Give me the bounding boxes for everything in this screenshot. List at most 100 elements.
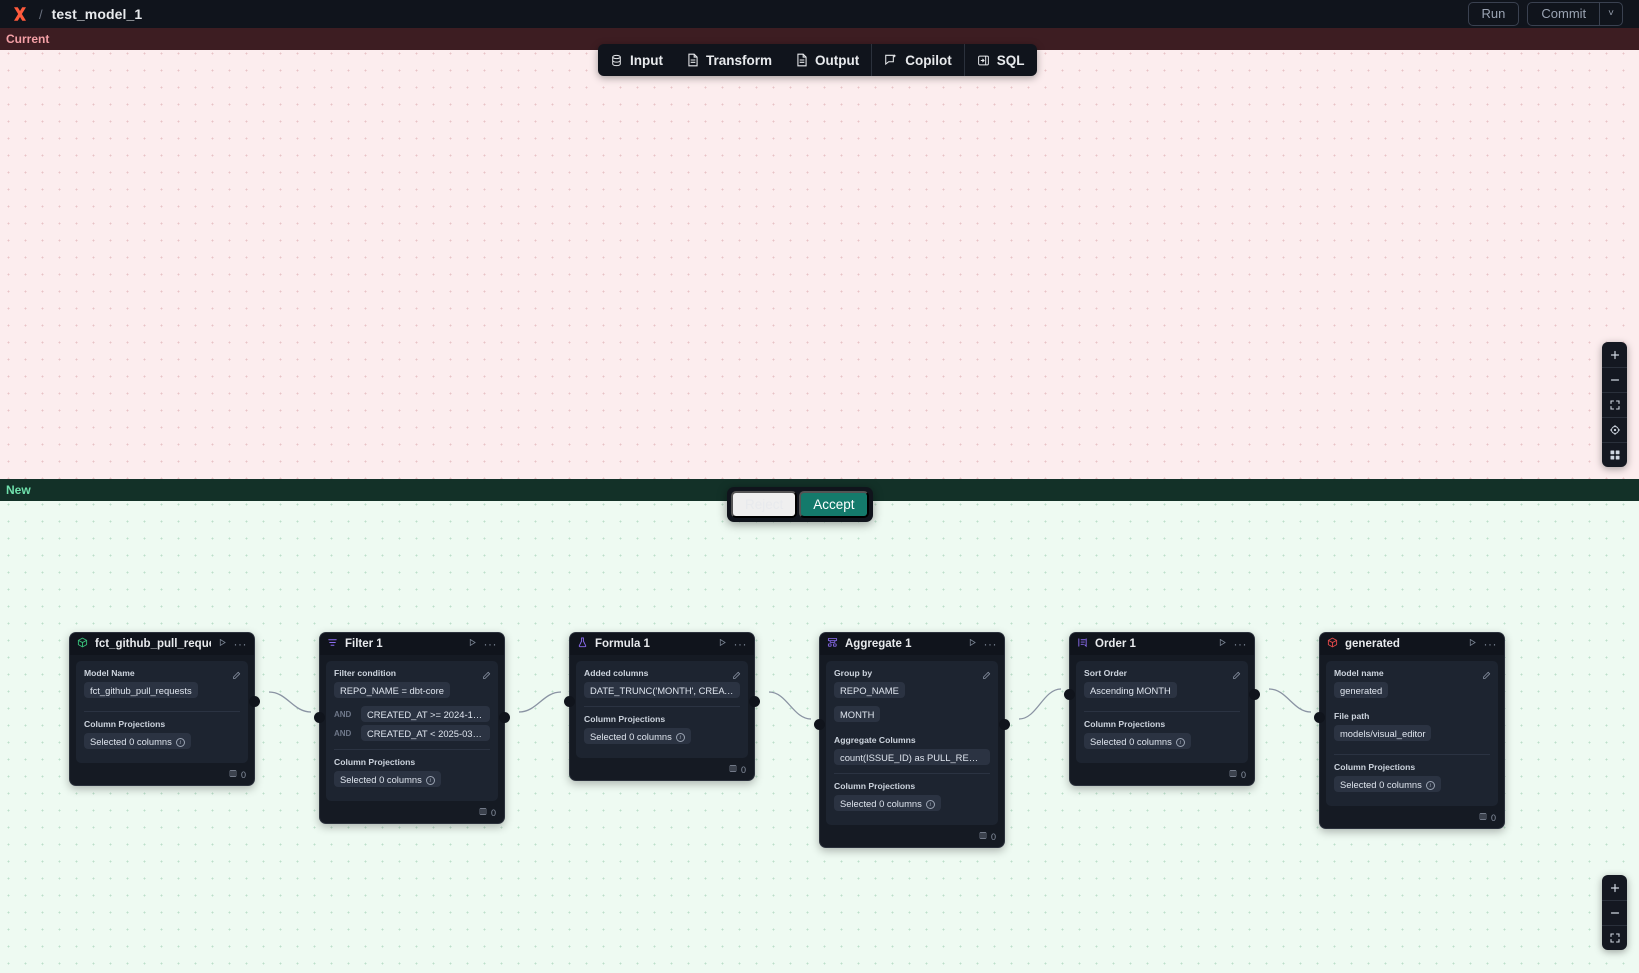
canvas-controls-current (1602, 342, 1627, 467)
toolbar-label: Transform (706, 52, 773, 68)
output-port[interactable] (999, 719, 1010, 730)
output-port[interactable] (1249, 689, 1260, 700)
node-header[interactable]: Order 1 ··· (1070, 633, 1254, 655)
node-formula-1[interactable]: Formula 1 ··· Added columns DATE_TRUNC('… (564, 632, 760, 781)
edit-icon[interactable] (1232, 667, 1241, 685)
condition-pill[interactable]: REPO_NAME = dbt-core (334, 682, 450, 698)
zoom-in-icon[interactable] (1602, 875, 1627, 900)
value-pill[interactable]: generated (1334, 682, 1389, 698)
node-filter-1[interactable]: Filter 1 ··· Filter condition REPO_NAME … (314, 632, 510, 824)
column-count: 0 (240, 769, 246, 780)
divider (84, 711, 240, 712)
edit-icon[interactable] (482, 667, 491, 685)
node-header[interactable]: Formula 1 ··· (570, 633, 754, 655)
zoom-out-icon[interactable] (1602, 900, 1627, 925)
node-fct-github-pull-requests[interactable]: fct_github_pull_requests ··· Model Name … (69, 632, 260, 786)
value-pill[interactable]: fct_github_pull_requests (84, 682, 198, 698)
node-header[interactable]: generated ··· (1320, 633, 1504, 655)
node-menu-icon[interactable]: ··· (483, 637, 497, 651)
node-title: fct_github_pull_requests (95, 638, 211, 650)
output-port[interactable] (249, 696, 260, 707)
commit-split-button[interactable]: Commit ˅ (1527, 2, 1623, 26)
value-pill[interactable]: Ascending MONTH (1084, 682, 1177, 698)
node-menu-icon[interactable]: ··· (1483, 637, 1497, 651)
run-node-icon[interactable] (218, 638, 227, 650)
center-icon[interactable] (1602, 417, 1627, 442)
node-title: generated (1345, 638, 1400, 650)
node-body: Model name generated File path models/vi… (1326, 661, 1498, 806)
projections-text: Selected 0 columns (1090, 735, 1172, 747)
node-menu-icon[interactable]: ··· (1233, 637, 1247, 651)
x-logo-icon[interactable] (10, 4, 30, 24)
fit-view-icon[interactable] (1602, 392, 1627, 417)
input-port[interactable] (564, 696, 575, 707)
reject-button[interactable]: Reject (731, 491, 798, 518)
section-label: Aggregate Columns (834, 735, 916, 745)
node-aggregate-1[interactable]: Aggregate 1 ··· Group by REPO_NAME MONTH… (814, 632, 1010, 848)
info-icon[interactable]: i (675, 732, 685, 742)
node-header[interactable]: Filter 1 ··· (320, 633, 504, 655)
projections-text: Selected 0 columns (590, 730, 672, 742)
info-icon[interactable]: i (925, 799, 935, 809)
run-node-icon[interactable] (468, 638, 477, 650)
node-menu-icon[interactable]: ··· (983, 637, 997, 651)
zoom-in-icon[interactable] (1602, 342, 1627, 367)
node-menu-icon[interactable]: ··· (733, 637, 747, 651)
node-header[interactable]: fct_github_pull_requests ··· (70, 633, 254, 655)
toolbar-item-output[interactable]: Output (784, 44, 871, 76)
group-by-pill[interactable]: MONTH (834, 706, 881, 722)
run-button[interactable]: Run (1467, 1, 1520, 27)
chevron-down-icon[interactable]: ˅ (1599, 3, 1622, 25)
node-header[interactable]: Aggregate 1 ··· (820, 633, 1004, 655)
condition-pill[interactable]: CREATED_AT < 2025-03-01 (361, 725, 490, 741)
toolbar-item-copilot[interactable]: Copilot (871, 44, 964, 76)
zoom-out-icon[interactable] (1602, 367, 1627, 392)
grid-icon[interactable] (1602, 442, 1627, 467)
run-node-icon[interactable] (968, 638, 977, 650)
node-footer: 0 (70, 769, 254, 785)
info-icon[interactable]: i (1425, 780, 1435, 790)
value-pill[interactable]: models/visual_editor (1334, 725, 1432, 741)
run-node-icon[interactable] (1468, 638, 1477, 650)
group-by-pill[interactable]: REPO_NAME (834, 682, 905, 698)
condition-pill[interactable]: CREATED_AT >= 2024-12-01 (361, 706, 490, 722)
column-count: 0 (490, 807, 496, 818)
edit-icon[interactable] (982, 667, 991, 685)
divider (1084, 711, 1240, 712)
edit-icon[interactable] (732, 667, 741, 685)
input-port[interactable] (1064, 689, 1075, 700)
output-port[interactable] (749, 696, 760, 707)
value-pill[interactable]: DATE_TRUNC('MONTH', CREATED_AT… (584, 682, 740, 698)
node-generated[interactable]: generated ··· Model name generated File … (1314, 632, 1505, 829)
info-icon[interactable]: i (175, 737, 185, 747)
fit-view-icon[interactable] (1602, 925, 1627, 950)
column-count: 0 (990, 831, 996, 842)
commit-button[interactable]: Commit (1541, 6, 1587, 21)
input-port[interactable] (1314, 712, 1325, 723)
node-menu-icon[interactable]: ··· (233, 637, 247, 651)
condition-operator: AND (334, 728, 352, 738)
edit-icon[interactable] (232, 667, 241, 685)
info-icon[interactable]: i (1175, 737, 1185, 747)
toolbar-item-transform[interactable]: Transform (675, 44, 784, 76)
run-node-icon[interactable] (1218, 638, 1227, 650)
aggregate-pill[interactable]: count(ISSUE_ID) as PULL_REQUEST_… (834, 749, 990, 765)
section-added-columns: Added columns DATE_TRUNC('MONTH', CREATE… (584, 668, 740, 698)
run-node-icon[interactable] (718, 638, 727, 650)
edit-icon[interactable] (1482, 667, 1491, 685)
output-port[interactable] (499, 712, 510, 723)
input-port[interactable] (814, 719, 825, 730)
accept-button[interactable]: Accept (799, 491, 869, 518)
info-icon[interactable]: i (425, 775, 435, 785)
input-port[interactable] (314, 712, 325, 723)
toolbar-item-input[interactable]: Input (598, 44, 675, 76)
node-order-1[interactable]: Order 1 ··· Sort Order Ascending MONTH C… (1064, 632, 1260, 786)
toolbar-item-sql[interactable]: SQL (963, 44, 1037, 76)
sql-panel-icon (977, 54, 990, 67)
